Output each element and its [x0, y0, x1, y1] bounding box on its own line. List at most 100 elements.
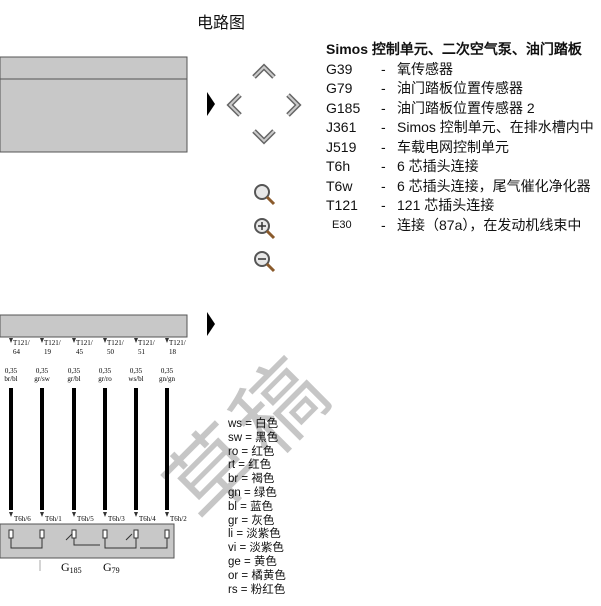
wire-color-label: ws/bl — [128, 375, 143, 383]
color-row: br = 褐色 — [228, 473, 275, 486]
wire-size-label: 0,35 — [36, 367, 49, 375]
connector-arrow — [72, 338, 76, 343]
zoom-in-icon[interactable] — [254, 218, 276, 240]
pan-left-icon[interactable] — [226, 93, 242, 117]
bottom-connector-label: T6h/1 — [45, 515, 62, 523]
top-connector-pin: 18 — [169, 348, 177, 356]
color-name: 红色 — [251, 445, 275, 458]
legend-text: 车载电网控制单元 — [397, 138, 509, 155]
legend-dash: - — [381, 197, 386, 213]
wire-size-label: 0,35 — [99, 367, 112, 375]
color-abbr: ws — [228, 418, 243, 430]
color-abbr: ro — [228, 445, 239, 458]
legend-code: J361 — [326, 119, 357, 135]
wire-color-label: gr/ro — [98, 375, 112, 383]
legend-row: G39 -氧传感器 — [326, 60, 594, 80]
expand-arrow-icon[interactable] — [207, 92, 215, 116]
color-name: 红色 — [248, 459, 272, 472]
color-name: 黑色 — [255, 431, 279, 444]
legend-text: 油门踏板位置传感器 — [397, 80, 523, 96]
color-abbr: bl — [228, 500, 237, 513]
color-name: 黄色 — [253, 555, 277, 568]
zoom-out-icon[interactable] — [254, 251, 276, 273]
connector-arrow — [72, 512, 76, 517]
legend-row: T121-121 芯插头连接 — [326, 196, 594, 216]
top-connector-label: T121/ — [138, 339, 155, 347]
wire-size-label: 0,35 — [68, 367, 81, 375]
color-row: vi = 淡紫色 — [228, 542, 284, 555]
color-abbr: br — [228, 473, 239, 486]
zoom-icon[interactable] — [254, 184, 276, 206]
wire-color-label: gn/gn — [159, 375, 175, 383]
legend-code: G79 — [326, 80, 353, 96]
legend-dash: - — [381, 80, 386, 96]
color-name: 粉红色 — [250, 583, 286, 596]
bottom-connector-label: T6h/4 — [139, 515, 156, 523]
color-abbr: gn — [228, 486, 241, 499]
sensor-housing — [0, 523, 175, 559]
legend-dash: - — [381, 119, 386, 135]
connector-arrow — [40, 338, 44, 343]
color-row: gr = 灰色 — [228, 514, 275, 527]
legend-heading: Simos 控制单元、二次空气泵、油门踏板 — [326, 41, 582, 57]
connector-arrow — [103, 338, 107, 343]
color-name: 淡紫色 — [246, 528, 281, 541]
color-abbr: or — [228, 569, 239, 582]
connector-arrow — [165, 338, 169, 343]
top-connector-label: T121/ — [44, 339, 61, 347]
wire-size-label: 0,35 — [5, 367, 18, 375]
color-row: ro = 红色 — [228, 445, 275, 458]
wire-color-label: gr/sw — [34, 375, 51, 383]
color-row: gn = 绿色 — [228, 486, 277, 499]
top-connector-pin: 64 — [13, 348, 21, 356]
color-row: sw = 黑色 — [228, 431, 279, 444]
legend-text: 连接（87a），在发动机线束中 — [397, 216, 582, 233]
connector-arrow — [103, 512, 107, 517]
connector-arrow — [9, 338, 13, 343]
wire-size-label: 0,35 — [161, 367, 174, 375]
component-label-g185: G185 — [61, 560, 82, 575]
legend-row: J361 -Simos 控制单元、在排水槽内中 — [326, 118, 594, 138]
legend-text: 氧传感器 — [397, 60, 453, 77]
connector-arrow — [9, 512, 13, 517]
legend-row: T6w -6 芯插头连接，尾气催化净化器 — [326, 177, 594, 197]
pan-right-icon[interactable] — [286, 93, 302, 117]
bottom-connector-label: T6h/3 — [108, 515, 125, 523]
legend-text: 6 芯插头连接，尾气催化净化器 — [397, 177, 591, 194]
legend-dash: - — [381, 60, 386, 77]
color-row: or = 橘黄色 — [228, 569, 286, 582]
color-abbr: li — [228, 528, 234, 541]
color-name: 灰色 — [251, 514, 275, 527]
top-connector-label: T121/ — [107, 339, 124, 347]
legend-row: E30 -连接（87a），在发动机线束中 — [326, 216, 594, 236]
legend-code: J519 — [326, 138, 357, 155]
legend-dash: - — [381, 177, 386, 194]
legend-code: G39 — [326, 60, 353, 77]
control-unit-strip — [0, 314, 188, 338]
pan-up-icon[interactable] — [252, 63, 276, 79]
pan-down-icon[interactable] — [252, 129, 276, 145]
color-name: 白色 — [255, 418, 279, 430]
top-connector-label: T121/ — [13, 339, 30, 347]
legend-row: J519-车载电网控制单元 — [326, 138, 594, 158]
expand-arrow-icon[interactable] — [207, 312, 215, 336]
legend-code: T6w — [326, 177, 353, 194]
legend-dash: - — [381, 158, 386, 174]
top-connector-pin: 45 — [76, 348, 84, 356]
legend-text: 油门踏板位置传感器 2 — [397, 99, 535, 116]
top-connector-pin: 51 — [138, 348, 146, 356]
top-connector-label: T121/ — [76, 339, 93, 347]
connector-arrow — [40, 512, 44, 517]
unit-panel-top — [0, 56, 188, 153]
color-row: ge = 黄色 — [228, 555, 277, 568]
legend-code: T121 — [326, 197, 358, 213]
component-label-g79: G79 — [103, 560, 120, 575]
legend-text: Simos 控制单元、在排水槽内中 — [397, 119, 594, 135]
color-abbr: rs — [228, 583, 238, 596]
color-abbr: sw — [228, 431, 243, 444]
legend-dash: - — [381, 216, 386, 233]
legend-code: E30 — [332, 218, 352, 231]
color-row: li = 淡紫色 — [228, 528, 281, 541]
wire-size-label: 0,35 — [130, 367, 143, 375]
